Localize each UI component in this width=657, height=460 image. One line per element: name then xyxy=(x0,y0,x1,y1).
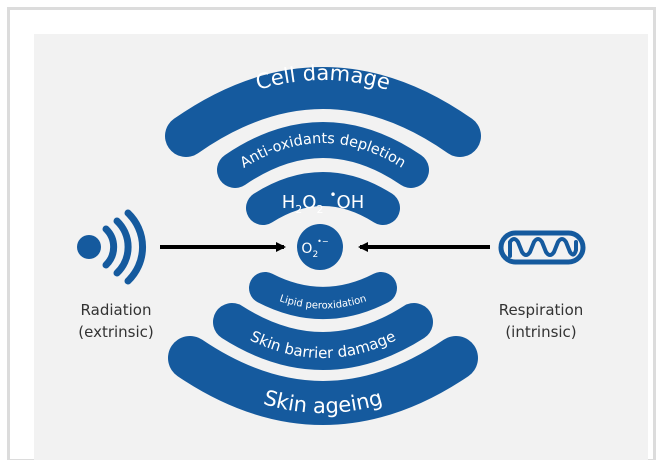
radiation-label: Radiation xyxy=(81,301,152,319)
superoxide-circle xyxy=(297,224,343,270)
arc-cell-damage: Cell damage xyxy=(165,61,481,157)
arc-lipid-peroxidation: Lipid peroxidation xyxy=(249,272,397,319)
radiation-waves-icon xyxy=(77,209,147,285)
arc-skin-ageing: Skin ageing xyxy=(168,336,478,425)
arc-skin-barrier-damage: Skin barrier damage xyxy=(213,303,433,370)
h2o2-oh-label: H2O2•OH xyxy=(282,188,365,216)
arc-h2o2-oh: H2O2•OH xyxy=(246,172,400,225)
mitochondrion-icon xyxy=(498,230,586,265)
radiation-sub-label: (extrinsic) xyxy=(78,323,154,341)
superoxide-label: O2•− xyxy=(301,237,328,260)
superoxide-center: O2•− xyxy=(297,224,343,270)
respiration-sub-label: (intrinsic) xyxy=(505,323,576,341)
respiration-label: Respiration xyxy=(499,301,584,319)
